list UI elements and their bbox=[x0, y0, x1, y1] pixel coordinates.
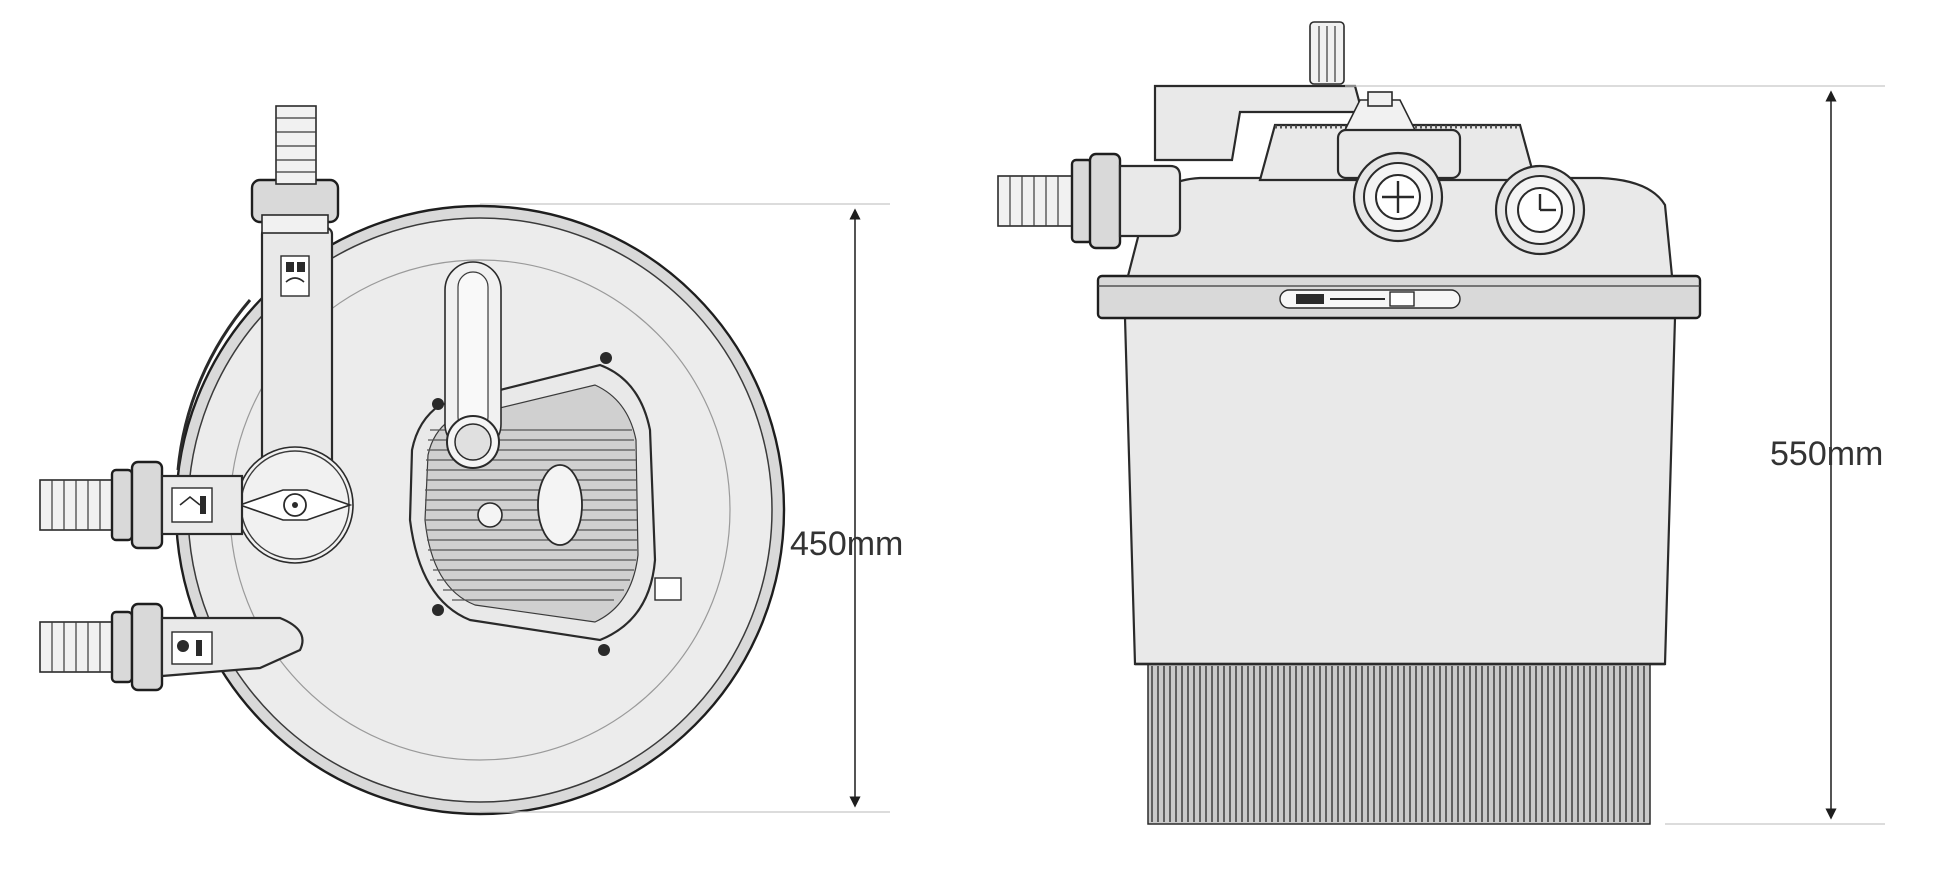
side-view: 550mm bbox=[997, 21, 1885, 825]
side-outlet-lower bbox=[39, 602, 304, 692]
cartridge-pleats bbox=[1151, 666, 1645, 822]
height-label: 550mm bbox=[1770, 435, 1883, 473]
valve-selector-knob bbox=[236, 446, 354, 564]
side-outlet-upper bbox=[39, 460, 244, 550]
lid-clamp-ring bbox=[1096, 274, 1702, 320]
side-inlet-pipe bbox=[997, 152, 1182, 250]
outlet-port-left bbox=[1352, 151, 1444, 243]
diameter-label: 450mm bbox=[790, 525, 903, 563]
pleated-filter-cartridge bbox=[1147, 663, 1651, 825]
diameter-dimension: 450mm bbox=[480, 203, 903, 813]
top-view: 450mm bbox=[39, 105, 903, 816]
filter-container-body bbox=[1123, 316, 1677, 666]
height-dimension: 550mm bbox=[1345, 85, 1885, 825]
cleaning-handle bbox=[444, 261, 502, 469]
clamp-lock bbox=[1279, 289, 1461, 309]
outlet-port-right bbox=[1494, 164, 1586, 256]
top-inlet-pipe bbox=[250, 105, 340, 490]
hose-barb-ribs bbox=[276, 117, 316, 173]
inspection-window bbox=[537, 464, 583, 546]
